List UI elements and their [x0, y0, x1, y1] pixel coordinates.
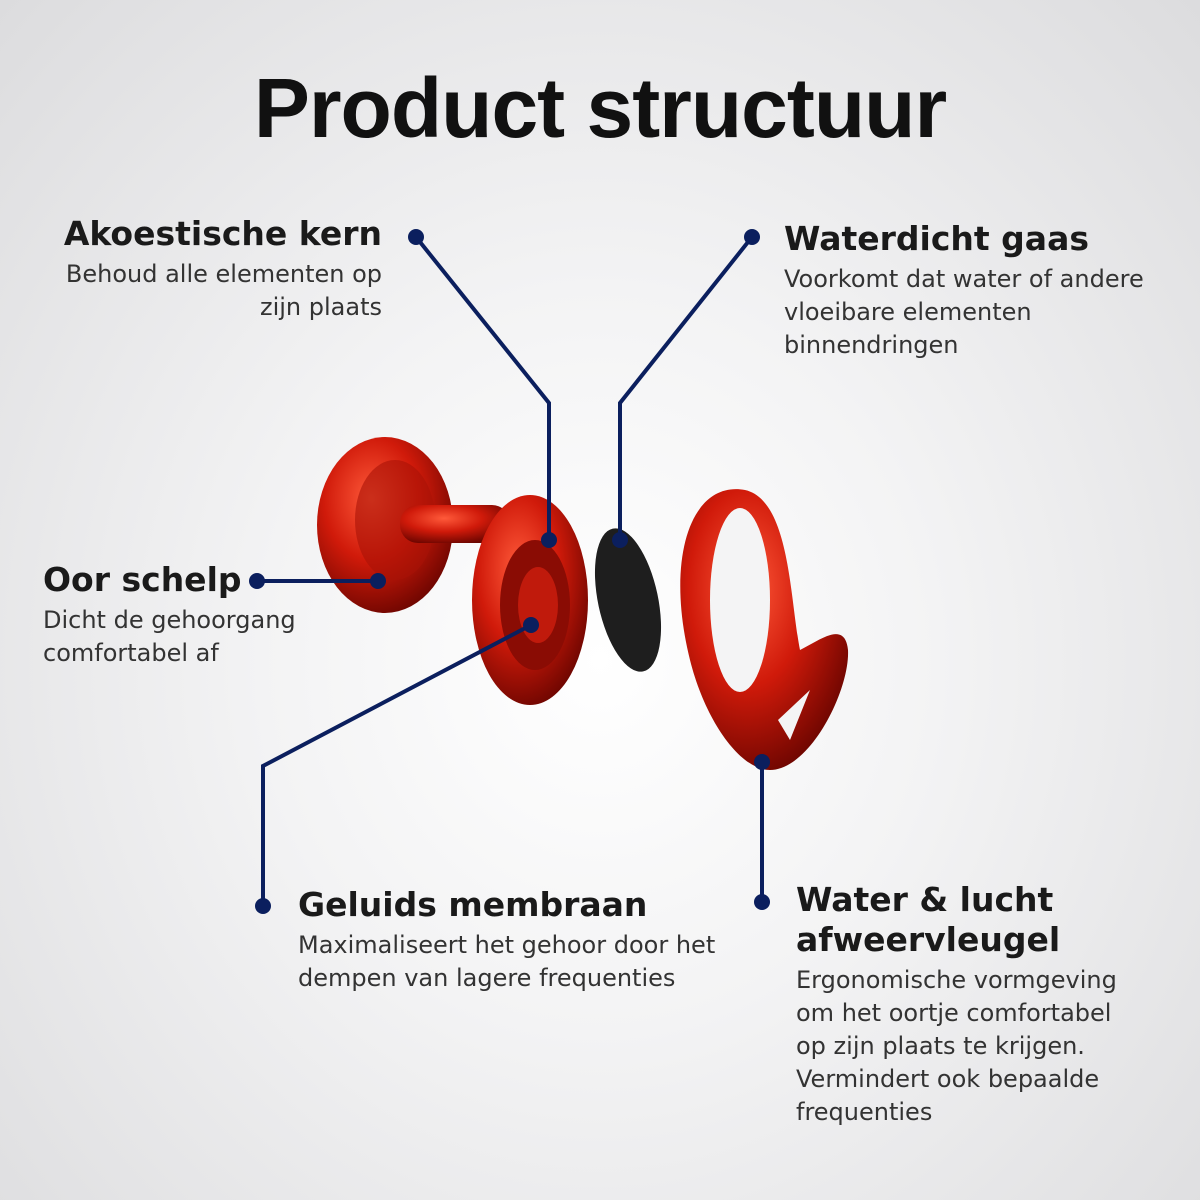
page-title: Product structuur [253, 61, 947, 155]
label-waterdicht-gaas: Waterdicht gaas Voorkomt dat water of an… [784, 219, 1144, 362]
label-geluids-membraan: Geluids membraan Maximaliseert het gehoo… [298, 885, 715, 995]
ear-shell-part [317, 437, 510, 613]
geluids-membraan-line [261, 623, 532, 906]
wing-part [680, 489, 849, 770]
label-title: Waterdicht gaas [784, 219, 1089, 258]
akoestische-kern-line [414, 235, 551, 540]
label-title: Geluids membraan [298, 885, 648, 924]
waterproof-mesh-part [594, 528, 662, 672]
label-akoestische-kern: Akoestische kern Behoud alle elementen o… [64, 214, 382, 324]
callout-dots [249, 229, 770, 914]
acoustic-core-part [472, 495, 588, 705]
label-title: Akoestische kern [63, 214, 382, 253]
label-title: Oor schelp [43, 560, 242, 599]
waterdicht-gaas-line [618, 235, 754, 540]
callout-lines [257, 235, 764, 906]
